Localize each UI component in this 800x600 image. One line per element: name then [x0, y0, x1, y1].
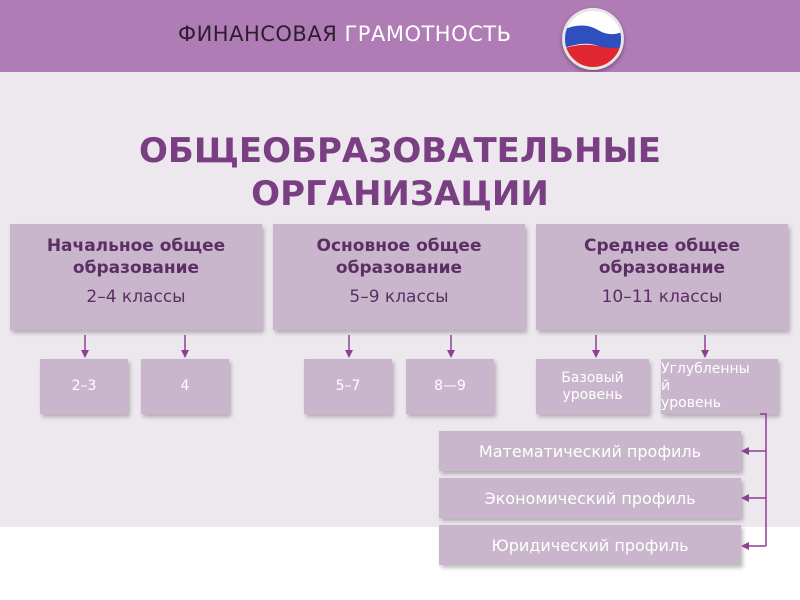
profile-label: Математический профиль [478, 441, 702, 461]
level-title-line1: Основное общее [316, 236, 482, 256]
page-title: ОБЩЕОБРАЗОВАТЕЛЬНЫЕ ОРГАНИЗАЦИИ [0, 130, 800, 216]
bracket-line [760, 413, 767, 546]
sub-box-label: 8—9 [434, 378, 466, 394]
level-title-line2: образование [335, 258, 463, 278]
header-title-word2: ГРАМОТНОСТЬ [344, 22, 512, 46]
level-grades: 2–4 классы [86, 287, 186, 307]
page-title-line1: ОБЩЕОБРАЗОВАТЕЛЬНЫЕ [139, 131, 661, 171]
profile-label: Юридический профиль [491, 535, 689, 555]
level-box-primary: Начальное общее образование 2–4 классы [10, 224, 262, 330]
sub-box-grades-5-7: 5–7 [304, 359, 392, 414]
header-title-word1: ФИНАНСОВАЯ [178, 22, 338, 46]
sub-box-basic-level: Базовый уровень [536, 359, 649, 414]
sub-box-grade-4: 4 [141, 359, 229, 414]
level-box-secondary: Среднее общее образование 10–11 классы [536, 224, 788, 330]
level-title-line1: Начальное общее [46, 236, 226, 256]
sub-box-label: 5–7 [335, 378, 361, 394]
sub-box-label-line3: уровень [661, 395, 722, 411]
level-title-line1: Среднее общее [583, 236, 741, 256]
header-title: ФИНАНСОВАЯ ГРАМОТНОСТЬ [178, 22, 512, 46]
level-title-line2: образование [72, 258, 200, 278]
sub-box-label: 4 [180, 378, 190, 394]
profile-label: Экономический профиль [484, 488, 696, 508]
sub-box-label-line1: Углубленны [661, 361, 750, 377]
sub-box-label-line2: й [661, 378, 671, 394]
level-grades: 5–9 классы [349, 287, 449, 307]
sub-box-advanced-level: Углубленны й уровень [661, 359, 778, 414]
level-grades: 10–11 классы [601, 287, 723, 307]
sub-box-label-line1: Базовый [561, 369, 624, 386]
profile-box-economics: Экономический профиль [439, 478, 741, 518]
level-box-basic: Основное общее образование 5–9 классы [273, 224, 525, 330]
profile-box-math: Математический профиль [439, 431, 741, 471]
profile-box-law: Юридический профиль [439, 525, 741, 565]
sub-box-grades-8-9: 8—9 [406, 359, 494, 414]
page-title-line2: ОРГАНИЗАЦИИ [251, 174, 549, 214]
level-title-line2: образование [598, 258, 726, 278]
sub-box-label: 2–3 [71, 378, 97, 394]
header-bar: ФИНАНСОВАЯ ГРАМОТНОСТЬ [0, 0, 800, 72]
sub-box-grades-2-3: 2–3 [40, 359, 128, 414]
sub-box-label-line2: уровень [562, 386, 623, 403]
